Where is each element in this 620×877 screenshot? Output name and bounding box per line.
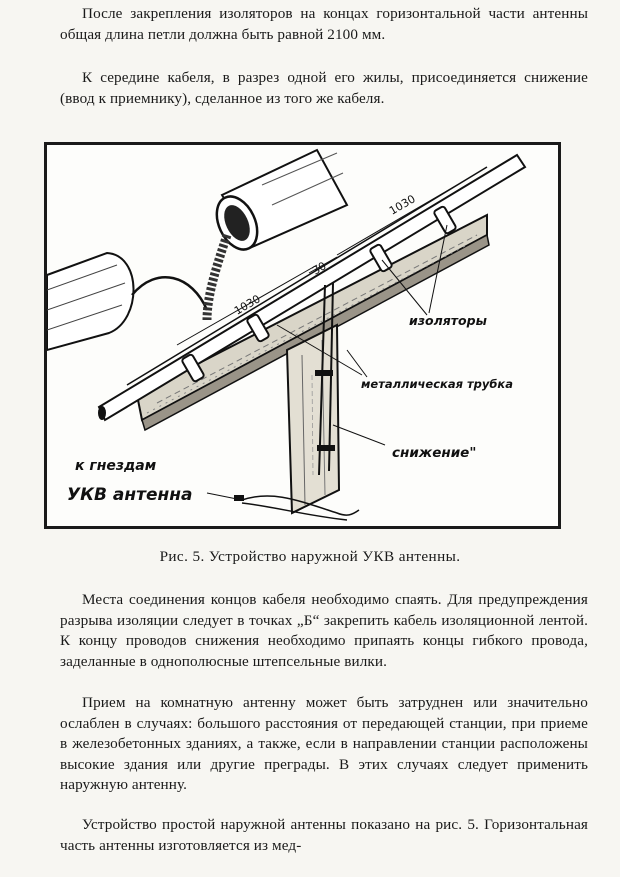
paragraph-text: Места соединения концов кабеля необходим… xyxy=(60,591,588,670)
paragraph-text: После закрепления изоляторов на концах г… xyxy=(60,5,588,43)
antenna-figure: 1030 30 1030 изоляторы металличе xyxy=(44,142,561,529)
label-downlead: снижение" xyxy=(392,445,476,461)
paragraph-text: Устройство простой наружной антенны пока… xyxy=(60,816,588,854)
paragraph-reception: Прием на комнатную антенну может быть за… xyxy=(60,693,588,796)
paragraph-soldering: Места соединения концов кабеля необходим… xyxy=(60,590,588,672)
cable-braid xyxy=(202,233,232,321)
dimension-center: 30 xyxy=(310,259,329,277)
label-insulators: изоляторы xyxy=(409,313,487,328)
antenna-illustration: 1030 30 1030 изоляторы металличе xyxy=(47,148,527,521)
flexible-cord-plug xyxy=(234,495,360,521)
paragraph-text: Прием на комнатную антенну может быть за… xyxy=(60,694,588,793)
label-metal-tube: металлическая трубка xyxy=(361,377,513,391)
mast-pipe-left xyxy=(47,251,135,352)
downlead-wires xyxy=(315,282,335,476)
cable-wire xyxy=(131,276,209,311)
figure-caption: Рис. 5. Устройство наружной УКВ антенны. xyxy=(159,548,461,565)
leader-lines xyxy=(206,224,448,501)
dimension-right: 1030 xyxy=(387,192,418,217)
paragraph-downlead: К середине кабеля, в разрез одной его жи… xyxy=(60,68,588,109)
insulator-left xyxy=(181,313,270,383)
mast-pipe-top xyxy=(215,148,349,251)
label-ukv-antenna: УКВ антенна xyxy=(67,485,192,505)
label-to-sockets: к гнездам xyxy=(75,458,156,474)
paragraph-loop-length: После закрепления изоляторов на концах г… xyxy=(60,4,588,45)
paragraph-outdoor-antenna: Устройство простой наружной антенны пока… xyxy=(60,815,588,856)
wooden-crossbar xyxy=(135,213,490,432)
paragraph-text: К середине кабеля, в разрез одной его жи… xyxy=(60,69,588,107)
